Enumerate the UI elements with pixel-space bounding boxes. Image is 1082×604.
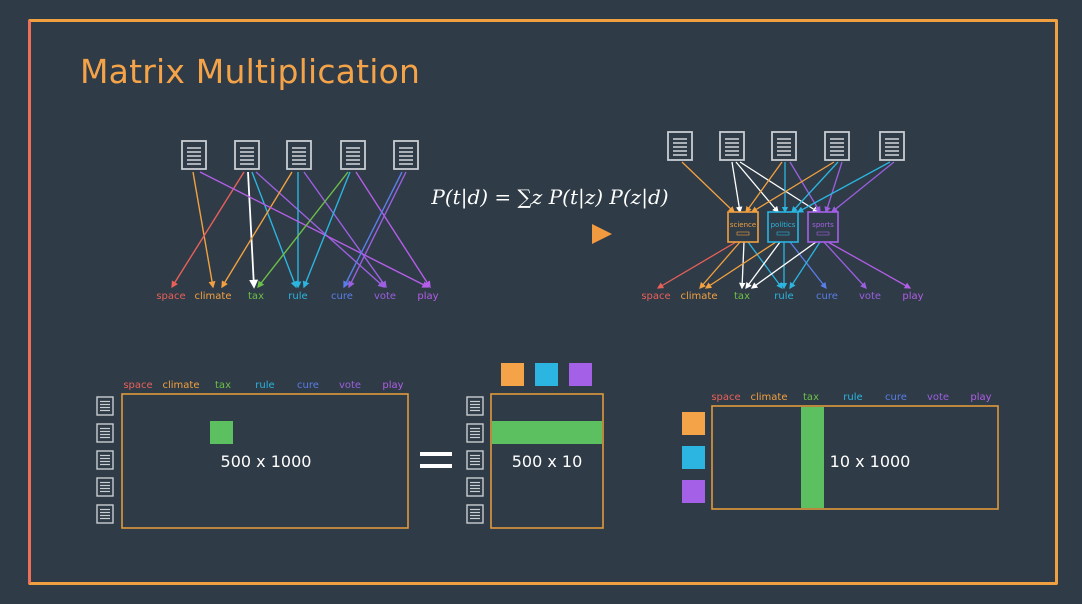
topic-swatch-orange (682, 412, 705, 435)
svg-text:science: science (730, 221, 756, 229)
term-label-vote: vote (859, 291, 881, 302)
slide-frame (28, 19, 1058, 585)
matrix-box (711, 405, 999, 510)
topic-swatch-purple (569, 363, 592, 386)
column-label-cure: cure (885, 392, 907, 403)
term-label-climate: climate (681, 291, 718, 302)
document-icon (340, 140, 366, 170)
document-icon (234, 140, 260, 170)
column-label-play: play (970, 392, 991, 403)
column-label-rule: rule (843, 392, 862, 403)
topic-swatch-purple (682, 480, 705, 503)
term-label-cure: cure (331, 291, 353, 302)
highlight-row (492, 421, 602, 444)
term-label-tax: tax (734, 291, 750, 302)
row-document-icon (466, 450, 484, 470)
column-label-climate: climate (751, 392, 788, 403)
column-label-vote: vote (339, 380, 361, 391)
document-icon (181, 140, 207, 170)
middle-matrix: 500 x 10 (466, 363, 604, 529)
column-label-play: play (382, 380, 403, 391)
document-icon (824, 131, 850, 161)
matrix-dimensions: 10 x 1000 (830, 452, 911, 471)
term-label-rule: rule (288, 291, 307, 302)
column-label-rule: rule (255, 380, 274, 391)
column-label-cure: cure (297, 380, 319, 391)
column-label-climate: climate (163, 380, 200, 391)
topic-sports: sports (807, 211, 839, 243)
highlight-cell (210, 421, 233, 444)
right-matrix: space climate tax rule cure vote play 10… (682, 392, 999, 510)
matrix-dimensions: 500 x 1000 (221, 452, 312, 471)
column-label-space: space (123, 380, 152, 391)
topic-science: science (727, 211, 759, 243)
term-label-rule: rule (774, 291, 793, 302)
highlight-column (801, 407, 824, 508)
right-network: science politics sports space climate ta… (641, 131, 924, 302)
document-icon (771, 131, 797, 161)
formula: P(t|d) = ∑z P(t|z) P(z|d) (430, 185, 668, 210)
term-label-vote: vote (374, 291, 396, 302)
row-document-icon (96, 450, 114, 470)
term-label-tax: tax (248, 291, 264, 302)
column-label-tax: tax (215, 380, 231, 391)
row-document-icon (96, 504, 114, 524)
term-label-play: play (902, 291, 923, 302)
term-label-space: space (156, 291, 185, 302)
matrix-box (490, 393, 604, 529)
left-network: space climate tax rule cure vote play (156, 140, 439, 302)
row-document-icon (466, 477, 484, 497)
column-label-space: space (711, 392, 740, 403)
term-label-cure: cure (816, 291, 838, 302)
svg-text:sports: sports (812, 221, 834, 229)
topic-swatch-blue (682, 446, 705, 469)
slide-title: Matrix Multiplication (80, 52, 421, 91)
row-document-icon (96, 477, 114, 497)
matrix-box (121, 393, 409, 529)
matrix-dimensions: 500 x 10 (512, 452, 583, 471)
document-icon (667, 131, 693, 161)
term-label-climate: climate (195, 291, 232, 302)
term-label-space: space (641, 291, 670, 302)
left-matrix: space climate tax rule cure vote play 50… (96, 380, 409, 529)
document-icon (879, 131, 905, 161)
document-icon (393, 140, 419, 170)
right-arrow (480, 224, 612, 244)
topic-swatch-blue (535, 363, 558, 386)
topic-politics: politics (767, 211, 799, 243)
row-document-icon (96, 423, 114, 443)
term-label-play: play (417, 291, 438, 302)
row-document-icon (466, 423, 484, 443)
row-document-icon (466, 396, 484, 416)
row-document-icon (96, 396, 114, 416)
document-icon (719, 131, 745, 161)
topic-swatch-orange (501, 363, 524, 386)
document-icon (286, 140, 312, 170)
column-label-vote: vote (927, 392, 949, 403)
equals-sign (420, 452, 452, 468)
svg-text:politics: politics (771, 221, 796, 229)
row-document-icon (466, 504, 484, 524)
column-label-tax: tax (803, 392, 819, 403)
